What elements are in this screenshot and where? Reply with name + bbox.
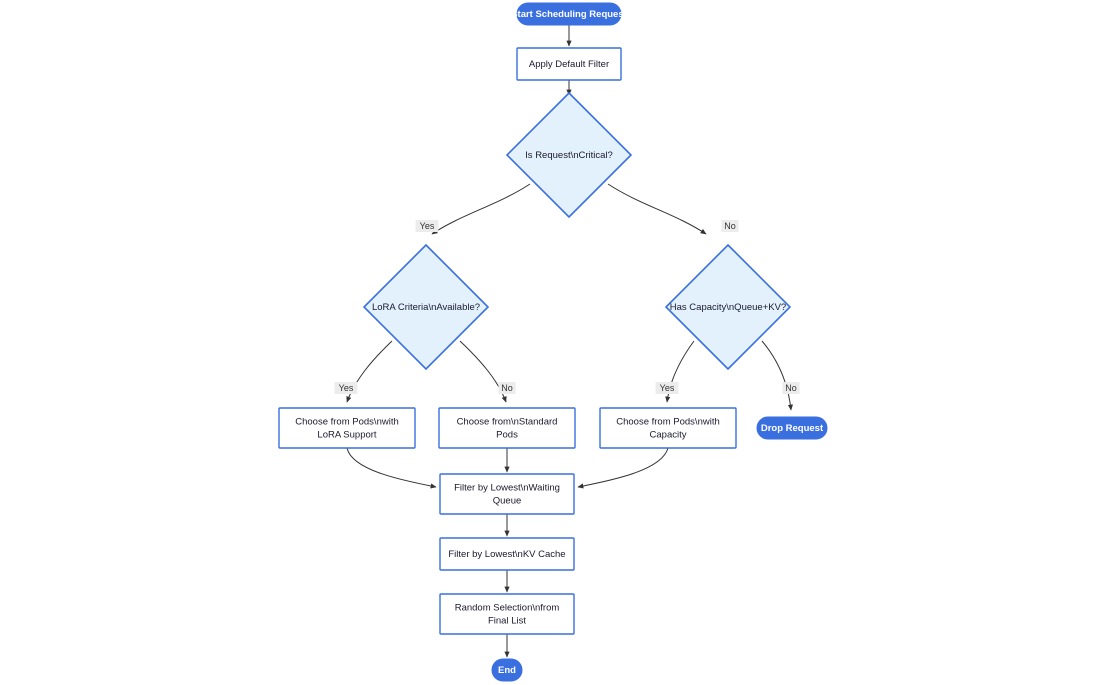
node-label-default: Apply Default Filter (529, 59, 609, 70)
edge-label-text: No (724, 221, 736, 231)
node-lora[interactable]: LoRA Criteria\nAvailable? (362, 243, 490, 371)
node-critical[interactable]: Is Request\nCritical? (505, 91, 633, 219)
edge-label-critical-no: No (721, 220, 739, 232)
node-label-capacity: Has Capacity\nQueue+KV? (670, 302, 786, 313)
node-end[interactable]: End (491, 658, 523, 682)
edges-layer (346, 25, 794, 658)
terminal-pill-start (516, 2, 622, 26)
decision-diamond-capacity (664, 243, 792, 371)
edge-lora-to-pods_lora (346, 340, 393, 403)
terminal-pill-end (491, 658, 523, 682)
node-label-end: End (498, 665, 516, 676)
terminal-pill-drop (756, 416, 828, 440)
edge-label-background (782, 382, 800, 394)
node-label-start: Start Scheduling Request (511, 9, 627, 20)
node-filter_kv[interactable]: Filter by Lowest\nKV Cache (439, 537, 575, 571)
edge-critical-to-capacity (607, 183, 707, 235)
node-label-filter_kv: Filter by Lowest\nKV Cache (448, 549, 565, 560)
edge-critical-to-lora (431, 183, 531, 235)
edge-label-text: No (785, 383, 797, 393)
edge-pods_cap-to-filter_queue (577, 447, 669, 489)
decision-diamond-critical (505, 91, 633, 219)
process-box-default (516, 47, 622, 81)
edge-label-text: No (501, 383, 513, 393)
node-capacity[interactable]: Has Capacity\nQueue+KV? (664, 243, 792, 371)
process-box-pods_std (438, 407, 576, 449)
edge-label-background (721, 220, 739, 232)
edge-label-background (655, 382, 679, 394)
process-box-filter_queue (439, 473, 575, 515)
edge-label-capacity-no: No (782, 382, 800, 394)
edge-label-capacity-yes: Yes (655, 382, 679, 394)
node-label-drop: Drop Request (761, 423, 824, 434)
process-box-pods_lora (278, 407, 416, 449)
node-default[interactable]: Apply Default Filter (516, 47, 622, 81)
node-drop[interactable]: Drop Request (756, 416, 828, 440)
edge-label-lora-yes: Yes (334, 382, 358, 394)
decision-diamond-lora (362, 243, 490, 371)
edge-label-text: Yes (660, 383, 675, 393)
node-start[interactable]: Start Scheduling Request (511, 2, 628, 26)
edge-label-background (498, 382, 516, 394)
process-box-random (439, 593, 575, 635)
edge-label-text: Yes (339, 383, 354, 393)
process-box-pods_cap (599, 407, 737, 449)
node-label-critical: Is Request\nCritical? (525, 150, 613, 161)
edge-lora-to-pods_std (459, 340, 507, 403)
edge-label-background (334, 382, 358, 394)
edge-label-text: Yes (420, 221, 435, 231)
edge-capacity-to-drop (761, 340, 794, 411)
edge-label-lora-no: No (498, 382, 516, 394)
edge-capacity-to-pods_cap (665, 340, 695, 403)
edge-label-critical-yes: Yes (415, 220, 439, 232)
edge-label-background (415, 220, 439, 232)
node-label-lora: LoRA Criteria\nAvailable? (372, 302, 480, 313)
edge-pods_lora-to-filter_queue (346, 447, 437, 489)
process-box-filter_kv (439, 537, 575, 571)
